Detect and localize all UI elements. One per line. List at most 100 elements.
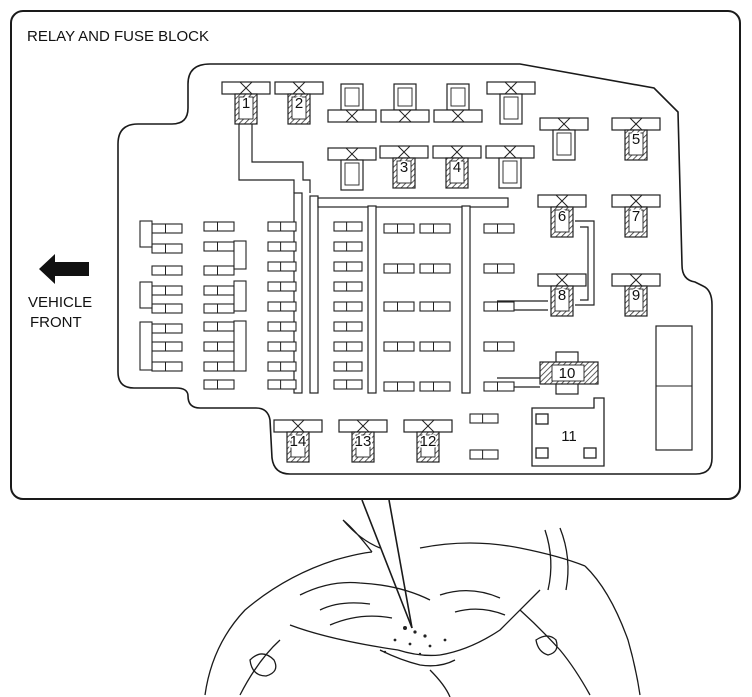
fuse-col3-6 (267, 341, 297, 352)
right-side-panel (655, 325, 693, 451)
callout-3: 3 (400, 159, 408, 176)
fuse-col6-0 (419, 223, 451, 234)
relay-unlabeled-mid (539, 117, 589, 161)
relay-unlabeled-top-b (380, 83, 430, 123)
diagram-title: RELAY AND FUSE BLOCK (27, 28, 209, 45)
fuse-col7-0 (483, 223, 515, 234)
fuse-col4-3 (333, 281, 363, 292)
relay-5 (611, 117, 661, 161)
vehicle-front-arrow (39, 254, 89, 284)
fuse-col2-6 (203, 341, 235, 352)
relay-9 (611, 273, 661, 317)
callout-4: 4 (453, 159, 461, 176)
fuse-col1-6 (151, 341, 183, 352)
engine-bay-fuse-block-marker (383, 626, 447, 656)
fuse-col4-2 (333, 261, 363, 272)
relay-6 (537, 194, 587, 238)
fuse-bottom-b (469, 449, 499, 460)
fuse-col3-4 (267, 301, 297, 312)
fuse-col4-7 (333, 361, 363, 372)
fuse-col1-7 (151, 361, 183, 372)
fuse-col4-0 (333, 221, 363, 232)
relay-7 (611, 194, 661, 238)
fuse-col2-2 (203, 265, 235, 276)
fuse-col2-tall-a (233, 240, 247, 270)
callout-11: 11 (561, 428, 577, 445)
relay-unlabeled-top-c (433, 83, 483, 123)
vehicle-front-label-line2: FRONT (30, 314, 82, 331)
fuse-col1-4 (151, 303, 183, 314)
relay-unlabeled-top-d (486, 81, 536, 125)
fuse-col1-5 (151, 323, 183, 334)
fuse-col7-4 (483, 381, 515, 392)
fuse-col1-1 (151, 243, 183, 254)
fuse-col6-4 (419, 381, 451, 392)
fuse-col2-1 (203, 241, 235, 252)
fuse-col7-3 (483, 341, 515, 352)
callout-2: 2 (295, 95, 303, 112)
callout-13: 13 (355, 433, 372, 450)
callout-6: 6 (558, 208, 566, 225)
fuse-col5-3 (383, 341, 415, 352)
fuse-col6-3 (419, 341, 451, 352)
fuse-col4-1 (333, 241, 363, 252)
relay-unlabeled-row2-b (485, 145, 535, 189)
callout-8: 8 (558, 287, 566, 304)
relay-13 (338, 419, 388, 463)
fuse-col7-1 (483, 263, 515, 274)
fuse-col3-5 (267, 321, 297, 332)
fuse-col5-0 (383, 223, 415, 234)
fuse-col4-4 (333, 301, 363, 312)
relay-12 (403, 419, 453, 463)
vehicle-front-label-line1: VEHICLE (28, 294, 92, 311)
fuse-col2-4 (203, 303, 235, 314)
relay-14 (273, 419, 323, 463)
location-pointer (361, 499, 413, 629)
fuse-group (139, 220, 515, 460)
fuse-col4-8 (333, 379, 363, 390)
fuse-col5-4 (383, 381, 415, 392)
callout-5: 5 (632, 131, 640, 148)
fuse-col2-8 (203, 379, 235, 390)
fuse-col2-7 (203, 361, 235, 372)
fuse-col4-6 (333, 341, 363, 352)
fuse-col1-tall-a (139, 220, 153, 248)
callout-12: 12 (420, 433, 437, 450)
fuse-col3-3 (267, 281, 297, 292)
callout-1: 1 (242, 95, 250, 112)
relay-2 (274, 81, 324, 125)
fuse-col6-1 (419, 263, 451, 274)
fuse-col5-1 (383, 263, 415, 274)
fuse-col2-tall-c (233, 320, 247, 372)
fuse-col3-8 (267, 379, 297, 390)
callout-7: 7 (632, 208, 640, 225)
relay-4 (432, 145, 482, 189)
fuse-col2-tall-b (233, 280, 247, 312)
relay-3 (379, 145, 429, 189)
vehicle-illustration (204, 519, 641, 697)
fuse-bottom-a (469, 413, 499, 424)
relay-10 (539, 351, 599, 395)
relay-8 (537, 273, 587, 317)
relay-unlabeled-row2 (327, 147, 377, 191)
callout-14: 14 (290, 433, 307, 450)
fuse-col2-3 (203, 285, 235, 296)
fuse-col1-3 (151, 285, 183, 296)
fuse-col1-0 (151, 223, 183, 234)
fuse-col1-tall-c (139, 321, 153, 371)
relay-unlabeled-top-a (327, 83, 377, 123)
relay-11-housing (531, 397, 605, 467)
callout-9: 9 (632, 287, 640, 304)
fuse-col3-1 (267, 241, 297, 252)
fuse-col3-7 (267, 361, 297, 372)
fuse-col6-2 (419, 301, 451, 312)
fuse-col3-0 (267, 221, 297, 232)
fuse-col4-5 (333, 321, 363, 332)
fuse-col3-2 (267, 261, 297, 272)
fuse-col1-tall-b (139, 281, 153, 309)
relay-1 (221, 81, 271, 125)
callout-10: 10 (559, 365, 576, 382)
fuse-col2-0 (203, 221, 235, 232)
